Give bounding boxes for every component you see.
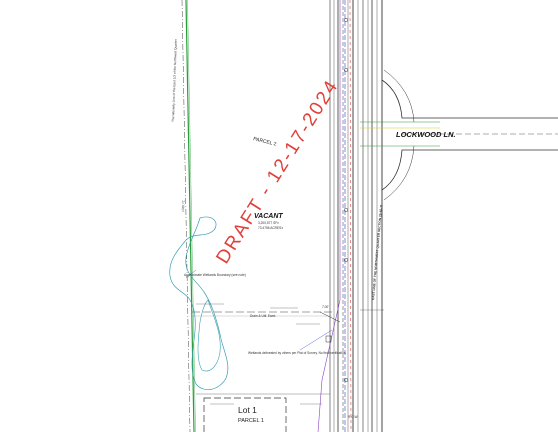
west-row-line [185, 0, 195, 432]
easement-label: Drain & Util. Esmt. [250, 314, 276, 318]
west-property-line [181, 0, 191, 432]
wetland-inner [197, 299, 221, 372]
utility-structures [319, 17, 349, 383]
parcel-1-label: PARCEL 1 [238, 418, 264, 424]
road-corridor [329, 0, 383, 432]
lockwood-ln-label: LOCKWOOD LN. [396, 130, 456, 139]
west-row-line-inner [187, 0, 196, 432]
dimension-left: 1330.71' [181, 199, 185, 212]
gas-main-line [349, 0, 352, 432]
vacant-area-sf: 3,200,577 SF± [258, 221, 279, 225]
vacant-label: VACANT [254, 213, 283, 220]
lockwood-intersection [381, 69, 558, 201]
west-line-note: The Westerly Line of the East 1/2 of the… [171, 38, 178, 122]
draft-watermark: DRAFT - 12-17-2024 [212, 76, 343, 268]
electric-line [317, 0, 341, 432]
vacant-area-acres: 73.4756 ACRES± [258, 226, 283, 230]
parcel-2-label: PARCEL 2 [253, 136, 278, 148]
dimension-top: 7.00' [322, 305, 329, 309]
lot-1-label: Lot 1 [238, 405, 257, 415]
wetland-leader [185, 269, 197, 279]
wetland-boundary [169, 216, 229, 391]
wetland-note: Approximate Wetlands Boundary (see note) [184, 273, 246, 277]
row-label: R.O.W. [348, 415, 358, 419]
detention-note: Wetlands delineated by others per Plat o… [248, 351, 347, 355]
detention-leader [299, 329, 333, 351]
lot-1-boundary [203, 397, 287, 432]
callout-boxes [196, 303, 384, 405]
